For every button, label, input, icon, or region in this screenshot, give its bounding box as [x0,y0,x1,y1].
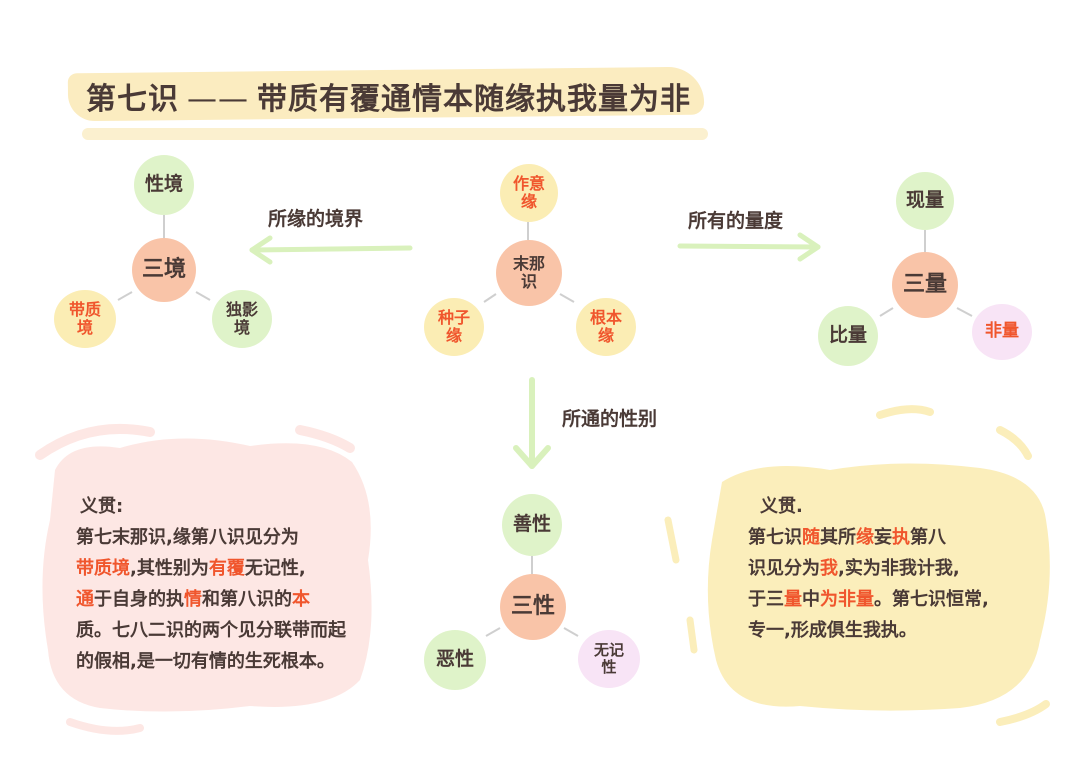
left-note-scribble [35,423,155,460]
node-sanxing: 三性 [500,574,566,640]
right-note-line-1: 第七识随其所缘妄执第八 [748,526,946,548]
left-note: 义贯: 第七末那识,缘第八识见分为 带质境,其性别为有覆无记性, 通于自身的执情… [76,492,366,678]
right-note: 义贯. 第七识随其所缘妄执第八 识见分为我,实为非我计我, 于三量中为非量。第七… [748,492,1044,647]
page-title: 第七识——带质有覆通情本随缘执我量为非 [86,74,691,118]
node-shanxing: 善性 [502,494,562,556]
left-note-heading: 义贯: [80,496,124,517]
node-feiliang: 非量 [972,304,1032,360]
node-daizhijing: 带质 境 [54,290,116,348]
node-zhongziyuan: 种子 缘 [424,298,484,356]
right-note-line-4: 专一,形成俱生我执。 [748,619,917,641]
node-sanjing: 三境 [132,238,196,302]
left-note-background [42,438,372,712]
node-xingjing: 性境 [134,155,194,215]
right-note-background [707,463,1050,711]
node-exing: 恶性 [424,630,486,690]
node-duyingjing: 独影 境 [212,290,272,348]
node-genbenyuan: 根本 缘 [576,298,636,356]
right-note-heading: 义贯. [760,496,803,517]
left-note-line-4: 质。七八二识的两个见分联带而起 [76,619,346,641]
left-arrow [249,235,413,265]
node-xianliang: 现量 [896,172,954,230]
left-note-line-1: 第七末那识,缘第八识见分为 [76,526,299,548]
title-main: 第七识 [86,82,179,117]
title-banner: 第七识——带质有覆通情本随缘执我量为非 [67,62,708,124]
node-monashi: 末那 识 [496,240,562,306]
node-biliang: 比量 [818,306,878,366]
down-arrow-label: 所通的性别 [562,408,658,430]
left-note-line-3: 通于自身的执情和第八识的本 [76,588,310,610]
left-arrow-label: 所缘的境界 [268,208,364,230]
node-wujixing: 无记 性 [578,630,640,688]
right-note-line-3: 于三量中为非量。第七识恒常, [748,588,989,610]
node-sanliang: 三量 [892,252,958,318]
node-zuoyiyuan: 作意 缘 [500,164,558,222]
right-arrow-label: 所有的量度 [688,210,784,232]
title-dash: —— [187,82,249,117]
right-note-line-2: 识见分为我,实为非我计我, [748,557,960,579]
right-arrow [677,232,821,262]
title-sub: 带质有覆通情本随缘执我量为非 [257,82,691,117]
down-arrow [513,377,551,469]
left-note-line-5: 的假相,是一切有情的生死根本。 [76,650,335,672]
left-note-line-2: 带质境,其性别为有覆无记性, [76,557,306,579]
title-underline [82,128,708,140]
